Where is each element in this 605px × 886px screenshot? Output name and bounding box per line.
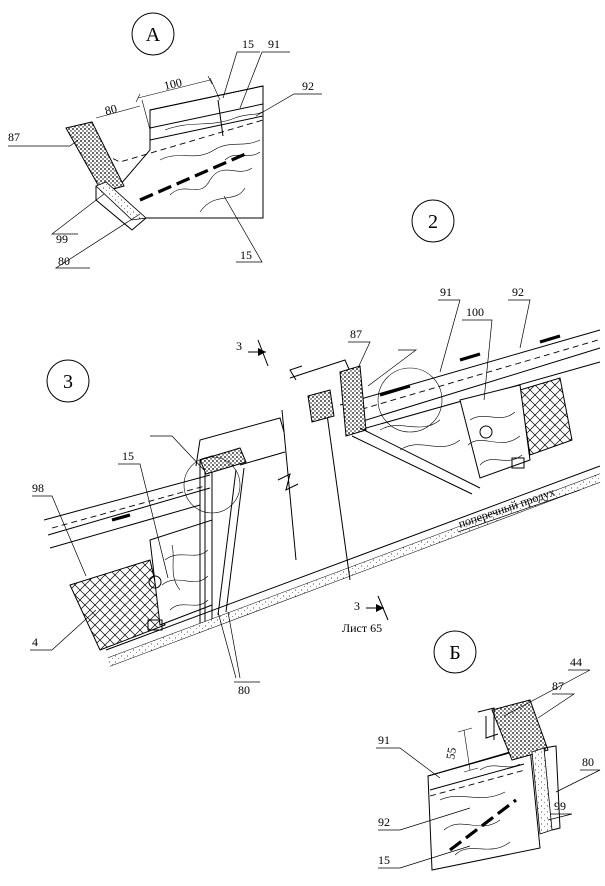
detail-a-dim-80	[95, 105, 141, 119]
detail-a-dim-100-label: 100	[163, 75, 184, 93]
detail-a-label-80: 80	[58, 254, 70, 268]
right-brace	[351, 427, 481, 495]
detail-a-sheet-80	[95, 186, 147, 231]
detail-3-label-98: 98	[32, 481, 44, 495]
detail-3-label-87: 87	[350, 327, 362, 341]
detail-2: 2	[411, 199, 455, 243]
detail-3-circle	[46, 359, 90, 403]
detail-b-grain	[439, 763, 521, 856]
right-beam-bolt	[479, 425, 493, 439]
detail-a-dim-80-label: 80	[103, 101, 118, 117]
vent-label-underline	[457, 489, 581, 533]
left-parapet-cap	[199, 447, 247, 475]
left-brace-inner	[217, 469, 237, 616]
detail-b-circle-label: Б	[449, 642, 460, 664]
detail-a-label-91: 91	[268, 37, 280, 51]
sheet-reference: Лист 65	[342, 621, 382, 635]
section-arrow-top-head	[258, 348, 266, 356]
right-beam-grain	[467, 411, 523, 466]
detail-3-label-80: 80	[238, 683, 250, 697]
roof-membrane-right	[351, 339, 599, 413]
detail-a-grain	[159, 111, 263, 213]
detail-a-timber	[104, 85, 264, 219]
left-strips	[111, 513, 131, 522]
right-block-87	[339, 365, 367, 437]
detail-b-dim-55-label: 55	[443, 746, 459, 760]
detail-3-label-15: 15	[122, 449, 134, 463]
detail-a-label-99: 99	[56, 232, 68, 246]
roof-layer-2	[47, 347, 601, 536]
detail-b-board-lines	[427, 749, 525, 791]
detail-3: 3	[30, 285, 601, 697]
detail-a-leaders	[8, 51, 322, 269]
vent-label: поперечный продух	[456, 485, 556, 531]
detail-3-circle-label: 3	[63, 371, 73, 393]
ceiling-fill	[108, 474, 600, 666]
detail-a-label-87: 87	[8, 130, 20, 144]
detail-b-sheet-80	[543, 745, 561, 831]
left-beam-grain	[161, 544, 209, 611]
break-line-left	[277, 409, 299, 561]
right-beam	[459, 384, 531, 479]
detail-a-label-15-top: 15	[242, 37, 254, 51]
detail-b-label-87: 87	[552, 679, 564, 693]
detail-b-label-99: 99	[554, 799, 566, 813]
left-beam-bolt	[148, 575, 162, 589]
detail-b-label-44: 44	[570, 655, 582, 669]
left-parapet-coping	[195, 417, 285, 467]
detail-b: Б 55 44 87 80 99 91 92 15	[376, 630, 601, 871]
detail-b-label-92: 92	[378, 815, 390, 829]
section-label-top: 3	[236, 339, 242, 353]
right-small-block	[307, 389, 335, 423]
detail-2-circle-label: 2	[428, 211, 438, 233]
detail-b-label-15: 15	[378, 853, 390, 867]
detail-b-dim-55	[457, 727, 479, 773]
detail-a: А 100 80 15 91 92 87 99 80 15	[8, 12, 322, 269]
detail-3-label-92: 92	[512, 285, 524, 299]
left-insulation	[69, 559, 166, 651]
detail-3-leaders	[30, 299, 531, 683]
detail-a-circle-label: А	[146, 24, 161, 46]
detail-a-label-15-bottom: 15	[240, 248, 252, 262]
right-beam-plate	[511, 457, 525, 469]
detail-b-membrane	[429, 769, 526, 797]
detail-b-label-91: 91	[378, 733, 390, 747]
detail-a-boards	[149, 85, 264, 141]
detail-a-dim-100	[135, 75, 221, 131]
detail-3-label-91: 91	[440, 285, 452, 299]
detail-a-strip	[139, 150, 251, 202]
detail-b-label-80: 80	[582, 755, 594, 769]
right-timber-grain	[379, 419, 461, 451]
section-label-bottom: 3	[354, 599, 360, 613]
left-brace-outer	[225, 467, 245, 613]
detail-a-block-87	[65, 121, 125, 193]
callout-circle-a	[377, 367, 443, 433]
section-arrow-bottom-head	[376, 604, 384, 612]
roof-membrane-left	[51, 485, 206, 529]
left-beam	[149, 519, 213, 626]
detail-b-timber	[427, 747, 541, 871]
left-beam-plate	[147, 619, 163, 631]
callout-circle-b	[183, 456, 241, 514]
detail-b-circle	[433, 630, 477, 674]
break-line-right	[324, 399, 351, 581]
detail-b-bracket-44	[477, 707, 499, 740]
detail-a-label-92: 92	[302, 79, 314, 93]
right-strips	[379, 334, 561, 397]
detail-a-circle	[131, 12, 175, 56]
detail-3-label-100: 100	[466, 305, 484, 319]
detail-b-leaders	[376, 669, 601, 869]
detail-b-strip	[449, 798, 517, 852]
detail-2-circle	[411, 199, 455, 243]
detail-3-label-4: 4	[32, 635, 38, 649]
